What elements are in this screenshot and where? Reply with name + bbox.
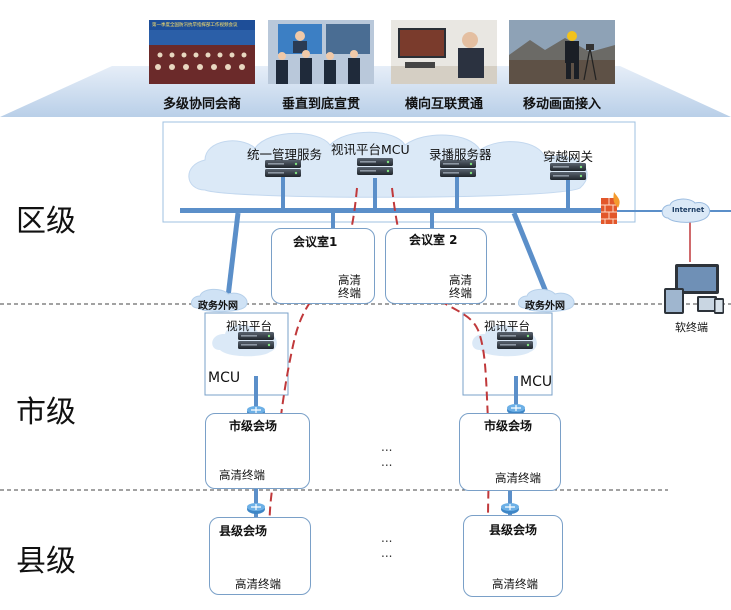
service-recording-server: 录播服务器 [429,147,492,162]
city-venue-right: 市级会场 高清终端 [459,413,561,491]
city-venue-left-title: 市级会场 [229,419,278,433]
county-venue-left-title: 县级会场 [219,524,268,538]
city-mcu-label-left: MCU [208,370,241,386]
meeting-room-1-title: 会议室1 [293,235,338,249]
city-mcu-label-right: MCU [520,374,553,390]
county-ellipsis-1: ... [381,531,393,545]
meeting-room-1-terminal: 高清 终端 [338,273,361,300]
city-venue-right-terminal: 高清终端 [495,471,541,485]
gov-network-label-left: 政务外网 [198,301,238,312]
city-venue-left-terminal: 高清终端 [219,468,265,482]
service-traversal-gateway: 穿越网关 [543,149,594,164]
firewall-icon [601,192,620,224]
county-venue-right-title: 县级会场 [489,523,538,537]
soft-terminal-devices [664,264,724,314]
gov-network-label-right: 政务外网 [525,301,565,312]
banner-label-vertical: 垂直到底宣贯 [281,97,360,112]
meeting-room-1: 会议室1 高清 终端 [271,228,375,304]
city-platform-label-right: 视讯平台 [484,319,530,333]
service-video-mcu: 视讯平台MCU [331,142,410,157]
banner-label-multi-level: 多级协同会商 [162,97,241,112]
city-venue-left: 市级会场 高清终端 [205,413,310,489]
conference-hall-photo [149,20,255,84]
county-ellipsis-2: ... [381,546,393,560]
city-ellipsis-2: ... [381,455,393,469]
meeting-room-2-terminal: 高清 终端 [449,273,472,300]
banner-label-mobile: 移动画面接入 [522,97,601,112]
city-ellipsis-1: ... [381,440,393,454]
level-label-county: 县级 [16,544,76,579]
county-venue-left-terminal: 高清终端 [235,577,281,591]
photo-caption: 第一季度全国防汛抗旱指挥部工作视频会议 [152,23,238,28]
level-label-city: 市级 [16,395,76,430]
video-meeting-photo [268,20,374,84]
soft-terminal-label: 软终端 [675,321,708,334]
internet-cloud-shape [661,198,711,223]
district-frame [162,121,636,223]
service-unified-management: 统一管理服务 [247,147,323,162]
city-platform-label-left: 视讯平台 [226,319,272,333]
meeting-room-2-title: 会议室 2 [409,233,458,247]
field-worker-photo [509,20,615,84]
county-venue-right: 县级会场 高清终端 [463,515,563,597]
level-label-district: 区级 [16,204,76,239]
banner-label-horizontal: 横向互联贯通 [404,97,483,112]
city-venue-right-title: 市级会场 [484,419,533,433]
county-venue-right-terminal: 高清终端 [492,577,538,591]
meeting-room-2: 会议室 2 高清 终端 [385,228,487,304]
county-venue-left: 县级会场 高清终端 [209,517,311,595]
desk-terminal-photo [391,20,497,84]
internet-label: Internet [672,206,705,214]
